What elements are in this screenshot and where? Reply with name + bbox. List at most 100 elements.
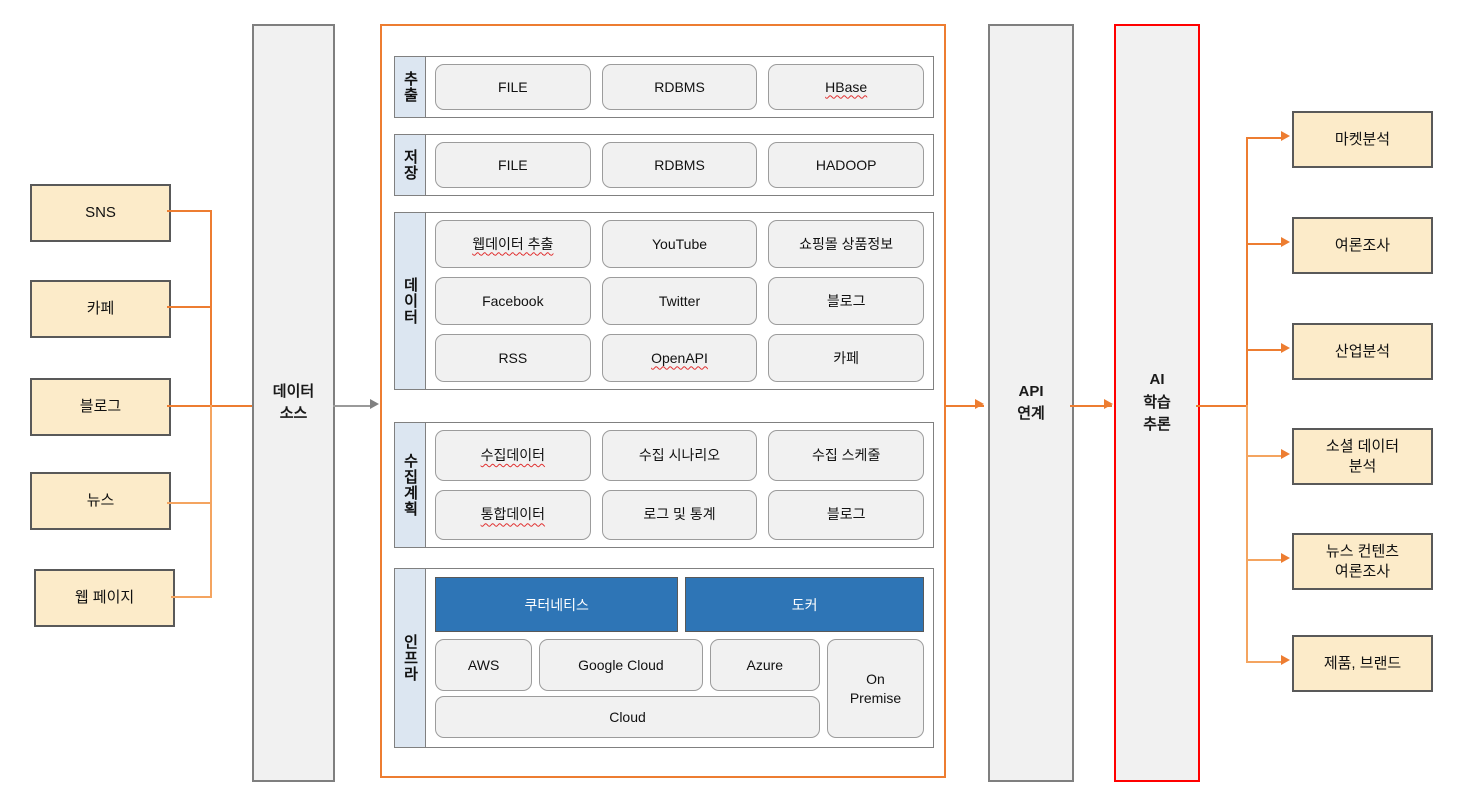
pill-rdbms[interactable]: RDBMS <box>601 142 758 188</box>
source-box-webpage[interactable]: 웹 페이지 <box>34 569 175 627</box>
pill-rdbms[interactable]: RDBMS <box>601 64 758 110</box>
infra-label: Azure <box>746 656 784 673</box>
infra-on-premise[interactable]: On Premise <box>827 639 924 738</box>
output-box-industry-analysis[interactable]: 산업분석 <box>1292 323 1433 380</box>
pill-hbase[interactable]: HBase <box>768 64 925 110</box>
section-body-infra: 쿠터네티스 도커 AWS Google Cloud <box>426 569 933 747</box>
ai-line1: AI <box>1149 371 1165 389</box>
source-box-blog[interactable]: 블로그 <box>30 378 171 436</box>
connector-output-2 <box>1246 243 1284 245</box>
source-box-cafe[interactable]: 카페 <box>30 280 171 338</box>
pill-label: Twitter <box>658 292 701 309</box>
connector-news <box>167 502 212 504</box>
output-box-market-analysis[interactable]: 마켓분석 <box>1292 111 1433 168</box>
pill-log-statistics[interactable]: 로그 및 통계 <box>601 489 758 540</box>
output-line2: 분석 <box>1348 457 1377 475</box>
section-label-storage: 저장 <box>395 135 426 195</box>
data-source-line2: 소스 <box>279 405 308 422</box>
arrow-head-output-1 <box>1281 131 1290 141</box>
section-infra: 인프라 쿠터네티스 도커 AWS <box>394 568 934 748</box>
output-box-news-contents-opinion[interactable]: 뉴스 컨텐츠 여론조사 <box>1292 533 1433 590</box>
arrow-head-output-2 <box>1281 237 1290 247</box>
output-box-product-brand[interactable]: 제품, 브랜드 <box>1292 635 1433 692</box>
output-box-public-opinion[interactable]: 여론조사 <box>1292 217 1433 274</box>
source-label: 웹 페이지 <box>74 588 135 606</box>
source-box-news[interactable]: 뉴스 <box>30 472 171 530</box>
arrow-head-source-to-platform <box>370 399 379 409</box>
source-label: 뉴스 <box>86 491 115 509</box>
infra-label-line2: Premise <box>849 689 902 706</box>
api-line1: API <box>1018 382 1044 400</box>
output-line1: 뉴스 컨텐츠 <box>1325 543 1400 561</box>
pill-rss[interactable]: RSS <box>435 334 591 382</box>
pill-web-data-extract[interactable]: 웹데이터 추출 <box>435 220 591 268</box>
pill-label: FILE <box>498 156 528 173</box>
pill-label: 쇼핑몰 상품정보 <box>799 235 894 252</box>
arrow-head-api-to-ai <box>1104 399 1113 409</box>
output-line1: 마켓분석 <box>1334 130 1391 148</box>
section-storage: 저장 FILE RDBMS HADOOP <box>394 134 934 196</box>
pill-label: 로그 및 통계 <box>643 506 716 523</box>
connector-cafe <box>167 306 212 308</box>
pill-collect-schedule[interactable]: 수집 스케줄 <box>768 430 925 481</box>
output-line1: 여론조사 <box>1334 236 1391 254</box>
api-column[interactable]: API 연계 <box>988 24 1074 782</box>
connector-sns <box>167 210 212 212</box>
pill-label: OpenAPI <box>651 349 708 366</box>
connector-blog <box>167 405 252 407</box>
ai-column[interactable]: AI 학습 추론 <box>1114 24 1200 782</box>
connector-output-4 <box>1246 455 1284 457</box>
pill-label: 카페 <box>833 349 860 366</box>
connector-bus-lower <box>210 405 212 597</box>
arrow-head-output-4 <box>1281 449 1290 459</box>
source-box-sns[interactable]: SNS <box>30 184 171 242</box>
pill-label: 블로그 <box>826 292 866 309</box>
section-label-collection-plan: 수집계획 <box>395 423 426 547</box>
infra-cloud-bar[interactable]: Cloud <box>435 696 820 738</box>
output-line2: 여론조사 <box>1334 562 1391 580</box>
arrow-head-platform-to-api <box>975 399 984 409</box>
section-label-data: 데이터 <box>395 213 426 389</box>
infra-label: 쿠터네티스 <box>524 596 589 613</box>
pill-shopping-mall[interactable]: 쇼핑몰 상품정보 <box>768 220 925 268</box>
infra-docker[interactable]: 도커 <box>685 577 924 632</box>
source-label: 카페 <box>86 299 115 317</box>
pill-label: 블로그 <box>826 506 866 523</box>
connector-output-1 <box>1246 137 1284 139</box>
pill-integrated-data[interactable]: 통합데이터 <box>435 489 591 540</box>
pill-label: 수집 시나리오 <box>638 446 721 463</box>
connector-bus-upper <box>210 210 212 405</box>
pill-youtube[interactable]: YouTube <box>601 220 758 268</box>
connector-output-bus-upper <box>1246 137 1248 405</box>
infra-azure[interactable]: Azure <box>709 639 820 691</box>
ai-line2: 학습 <box>1143 393 1171 411</box>
pill-file[interactable]: FILE <box>435 64 591 110</box>
output-line1: 산업분석 <box>1334 342 1391 360</box>
infra-aws[interactable]: AWS <box>435 639 533 691</box>
data-source-column[interactable]: 데이터 소스 <box>252 24 335 782</box>
arrow-line-api-to-ai <box>1070 405 1112 407</box>
pill-cafe[interactable]: 카페 <box>768 334 925 382</box>
infra-google-cloud[interactable]: Google Cloud <box>539 639 703 691</box>
pill-twitter[interactable]: Twitter <box>601 277 758 325</box>
pill-hadoop[interactable]: HADOOP <box>768 142 925 188</box>
connector-ai-trunk <box>1196 405 1248 407</box>
infra-kubernetes[interactable]: 쿠터네티스 <box>435 577 679 632</box>
pill-collect-data[interactable]: 수집데이터 <box>435 430 591 481</box>
pill-label: Facebook <box>482 292 544 309</box>
arrow-line-source-to-platform <box>333 405 373 407</box>
arrow-head-output-3 <box>1281 343 1290 353</box>
source-label: 블로그 <box>79 397 122 415</box>
output-box-social-data-analysis[interactable]: 소셜 데이터 분석 <box>1292 428 1433 485</box>
pill-blog[interactable]: 블로그 <box>768 489 925 540</box>
pill-collect-scenario[interactable]: 수집 시나리오 <box>601 430 758 481</box>
infra-label: Cloud <box>609 708 646 725</box>
pill-file[interactable]: FILE <box>435 142 591 188</box>
pill-openapi[interactable]: OpenAPI <box>601 334 758 382</box>
pill-blog[interactable]: 블로그 <box>768 277 925 325</box>
pill-label: 수집 스케줄 <box>812 446 881 463</box>
connector-output-3 <box>1246 349 1284 351</box>
pill-label: RSS <box>498 349 528 366</box>
pill-facebook[interactable]: Facebook <box>435 277 591 325</box>
